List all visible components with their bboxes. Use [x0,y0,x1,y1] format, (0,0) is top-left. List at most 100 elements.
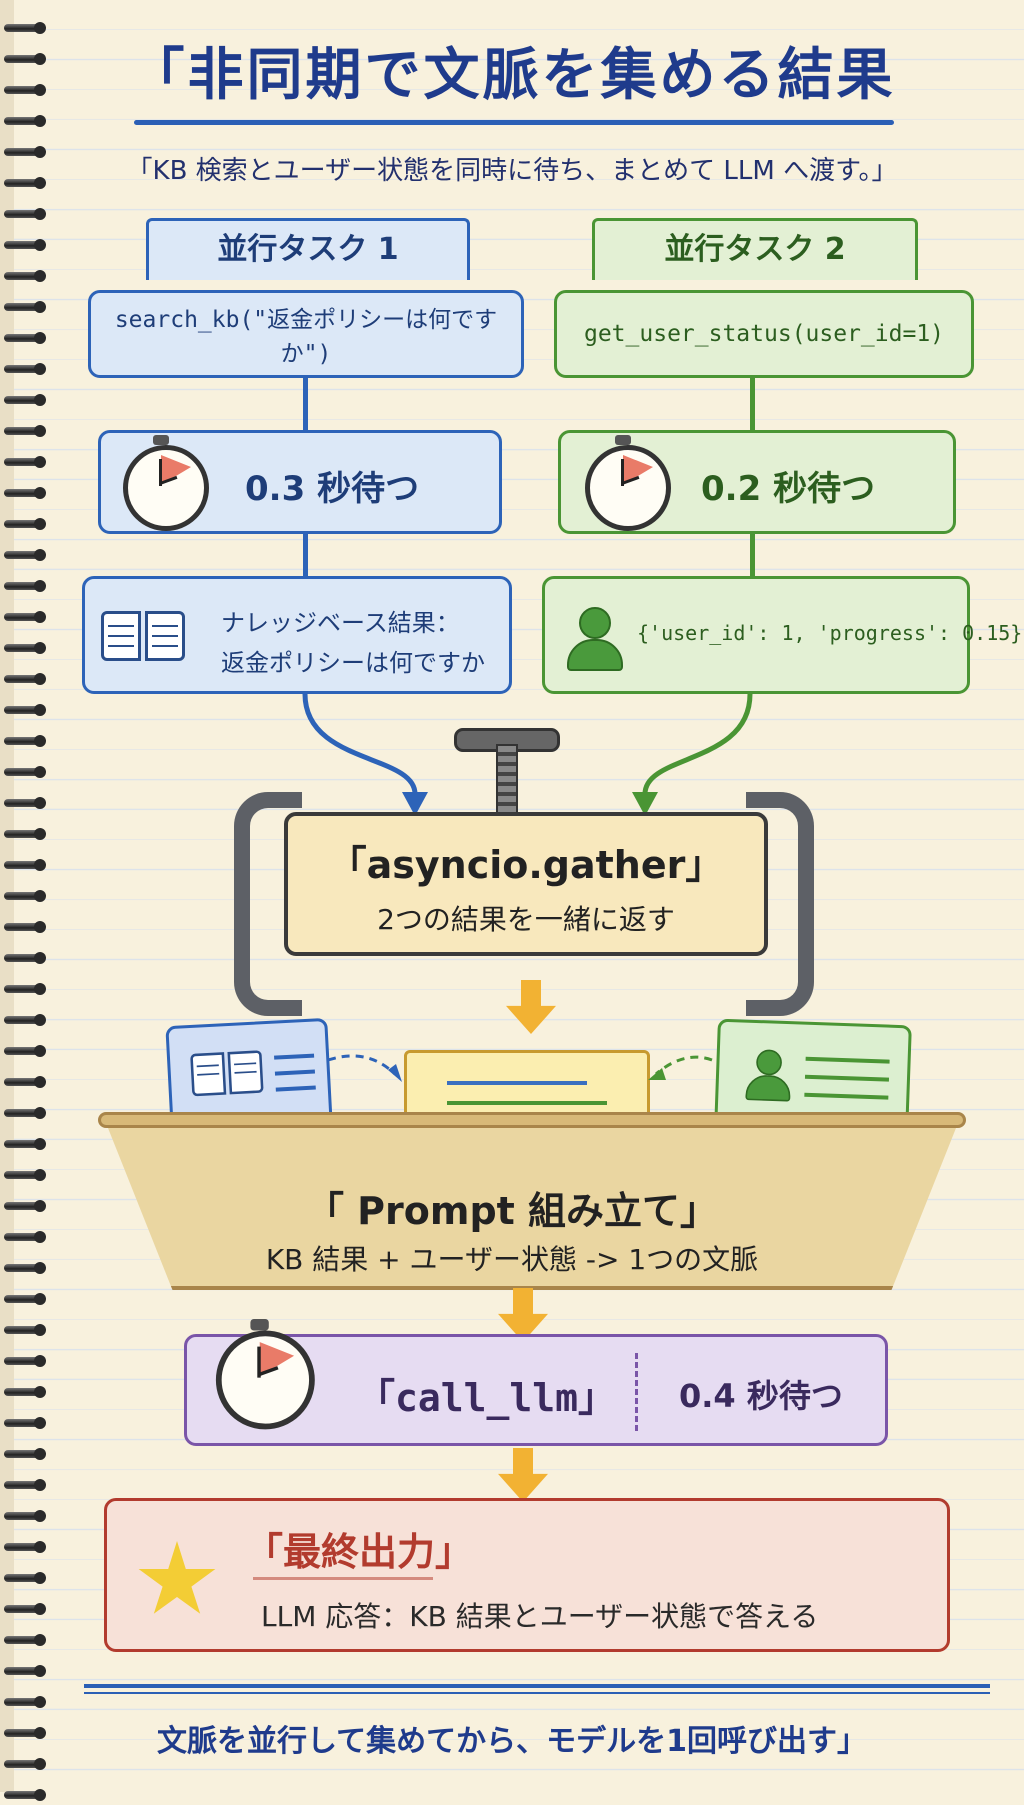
spiral-ring [4,1568,46,1588]
spiral-ring [4,1537,46,1557]
spiral-ring [4,80,46,100]
star-icon [138,1541,216,1614]
spiral-ring [4,1599,46,1619]
task2-wait-text: 0.2 秒待つ [701,469,876,509]
spiral-ring [4,421,46,441]
spiral-ring [4,452,46,472]
spiral-ring [4,1320,46,1340]
user-icon [563,605,623,671]
merge-arrows [302,694,753,816]
spiral-ring [4,390,46,410]
spiral-ring [4,359,46,379]
footer-rule-bottom [84,1692,990,1694]
spiral-ring [4,1475,46,1495]
spiral-ring [4,49,46,69]
task1-label: 並行タスク 1 [146,218,470,280]
llm-wait-text: 0.4 秒待つ [679,1377,843,1415]
book-icon [99,607,187,667]
spiral-ring [4,483,46,503]
spiral-ring [4,1072,46,1092]
spiral-ring [4,18,46,38]
spiral-ring [4,1382,46,1402]
final-underline [253,1577,433,1580]
task1-result-line2: 返金ポリシーは何ですか [221,649,485,677]
spiral-ring [4,514,46,534]
stopwatch-icon [209,1319,319,1430]
spiral-ring [4,1351,46,1371]
spiral-ring [4,607,46,627]
page-subtitle: 「KB 検索とユーザー状態を同時に待ち、まとめて LLM へ渡す。」 [126,156,898,186]
spiral-ring [4,576,46,596]
task2-connector-2 [750,534,755,576]
footer-rule-top [84,1684,990,1688]
spiral-ring [4,1165,46,1185]
spiral-ring [4,638,46,658]
spiral-ring [4,917,46,937]
spiral-ring [4,235,46,255]
title-underline [134,120,894,125]
final-desc: LLM 応答：KB 結果とユーザー状態で答える [261,1600,819,1633]
task2-wait-box: 0.2 秒待つ [558,430,956,534]
spiral-ring [4,1103,46,1123]
spiral-ring [4,669,46,689]
task2-result-text: {'user_id': 1, 'progress': 0.15} [637,621,1023,645]
spiral-ring [4,731,46,751]
arrow-down-icon [506,980,556,1034]
spiral-ring [4,824,46,844]
final-title: 「最終出力」 [245,1530,474,1574]
spiral-ring [4,1041,46,1061]
footer-text: 文脈を並行して集めてから、モデルを1回呼び出す」 [157,1724,867,1759]
task1-connector-2 [303,534,308,576]
spiral-ring [4,297,46,317]
spiral-ring [4,328,46,348]
task1-result-line1: ナレッジベース結果： [221,609,460,637]
prompt-title: 「 Prompt 組み立て」 [305,1189,719,1233]
spiral-ring [4,1754,46,1774]
spiral-ring [4,1723,46,1743]
gather-box: 「asyncio.gather」 2つの結果を一緒に返す [284,812,768,956]
stopwatch-icon [117,435,213,531]
page-title: 「非同期で文脈を集める結果 [128,43,896,108]
spiral-ring [4,1289,46,1309]
final-box: 「最終出力」 LLM 応答：KB 結果とユーザー状態で答える [104,1498,950,1652]
spiral-ring [4,1010,46,1030]
stopwatch-icon [579,435,675,531]
spiral-ring [4,1258,46,1278]
spiral-ring [4,1196,46,1216]
spiral-ring [4,1413,46,1433]
spiral-ring [4,204,46,224]
spiral-ring [4,1785,46,1805]
spiral-ring [4,886,46,906]
task2-label: 並行タスク 2 [592,218,918,280]
arrow-down-icon [498,1448,548,1502]
spiral-ring [4,142,46,162]
spiral-ring [4,855,46,875]
spiral-ring [4,1227,46,1247]
spiral-ring [4,1630,46,1650]
gather-desc: 2つの結果を一緒に返す [377,903,675,936]
spiral-ring [4,545,46,565]
spiral-ring [4,948,46,968]
spiral-ring [4,1444,46,1464]
task1-result-box: ナレッジベース結果： 返金ポリシーは何ですか [82,576,512,694]
spiral-ring [4,1506,46,1526]
spiral-ring [4,793,46,813]
prompt-tray-rim [98,1112,966,1128]
task1-call-box: search_kb("返金ポリシーは何ですか") [88,290,524,378]
task1-wait-box: 0.3 秒待つ [98,430,502,534]
task1-wait-text: 0.3 秒待つ [245,469,420,509]
task1-connector-1 [303,378,308,430]
spiral-ring [4,1661,46,1681]
llm-title: 「call_llm」 [357,1376,617,1420]
llm-divider [635,1353,638,1431]
task2-call-box: get_user_status(user_id=1) [554,290,974,378]
spiral-ring [4,266,46,286]
spiral-ring [4,979,46,999]
task2-result-box: {'user_id': 1, 'progress': 0.15} [542,576,1022,694]
spiral-ring [4,700,46,720]
llm-box: 「call_llm」 0.4 秒待つ [184,1319,888,1446]
task2-connector-1 [750,378,755,430]
spiral-ring [4,762,46,782]
spiral-ring [4,111,46,131]
